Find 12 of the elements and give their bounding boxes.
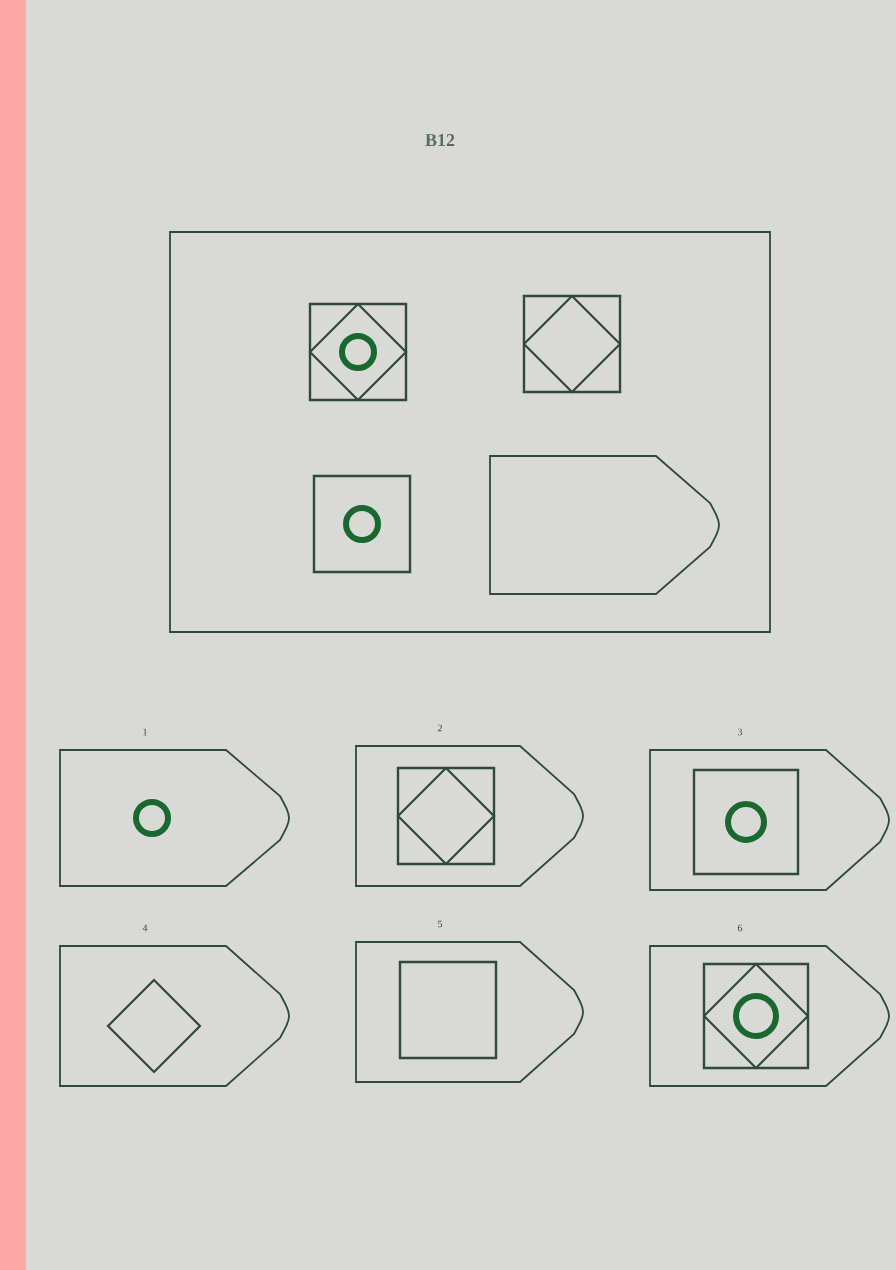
matrix-frame	[169, 231, 771, 633]
answer-option	[59, 728, 290, 887]
matrix-cell	[522, 294, 622, 394]
matrix-cell	[308, 302, 408, 402]
answer-option	[355, 724, 584, 887]
answer-option	[355, 920, 584, 1083]
blank-cell	[489, 455, 720, 595]
matrix-cell	[312, 474, 412, 574]
answer-option	[649, 924, 890, 1087]
answer-option	[59, 924, 290, 1087]
title: B12	[425, 134, 455, 146]
answer-option	[649, 728, 890, 891]
